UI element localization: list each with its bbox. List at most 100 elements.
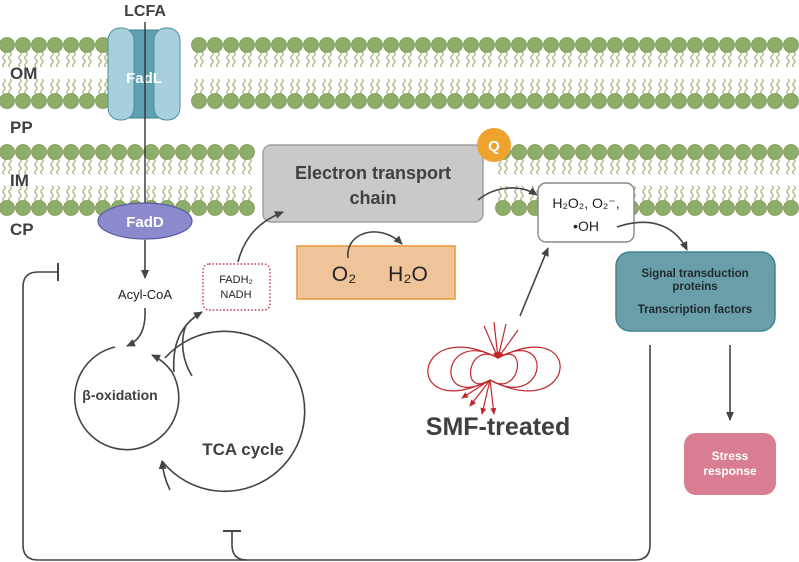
lipid-tail: [136, 185, 140, 202]
nadh-label: NADH: [220, 289, 251, 301]
lipid-head: [767, 200, 783, 216]
lipid-tail: [354, 78, 358, 95]
lipid-head: [495, 93, 511, 109]
lipid-head: [207, 93, 223, 109]
lipid-tail: [616, 78, 620, 95]
lipid-tail: [88, 78, 92, 95]
lipid-head: [783, 93, 799, 109]
lipid-head: [735, 144, 751, 160]
lipid-tail: [258, 51, 262, 68]
lipid-tail: [322, 78, 326, 95]
lipid-head: [319, 93, 335, 109]
etc-label-line1: Electron transport: [295, 163, 451, 183]
fadd-enzyme: FadD: [97, 202, 193, 240]
lipid-tail: [258, 78, 262, 95]
lipid-head: [767, 93, 783, 109]
stress-label-line1: Stress: [712, 449, 749, 463]
lipid-tail: [552, 78, 556, 95]
lipid-head: [575, 93, 591, 109]
lipid-tail: [210, 185, 214, 202]
lipid-tail: [696, 158, 700, 175]
lipid-head: [15, 93, 31, 109]
lipid-tail: [610, 78, 614, 95]
lipid-tail: [88, 158, 92, 175]
lipid-tail: [690, 78, 694, 95]
lipid-head: [719, 144, 735, 160]
lipid-head: [543, 37, 559, 53]
lipid-tail: [786, 78, 790, 95]
lipid-tail: [600, 158, 604, 175]
label-periplasm: PP: [10, 118, 33, 137]
signal-transduction-box: Signal transduction proteins Transcripti…: [615, 251, 776, 332]
lipid-tail: [200, 185, 204, 202]
lipid-tail: [2, 158, 6, 175]
lipid-tail: [210, 158, 214, 175]
signal-box-rect: [615, 251, 776, 332]
lipid-tail: [674, 78, 678, 95]
tca-arrow: [158, 460, 171, 491]
lipid-tail: [280, 78, 284, 95]
stress-response-box: Stress response: [684, 433, 776, 495]
label-inner-membrane: IM: [10, 171, 29, 190]
lipid-head: [543, 144, 559, 160]
lipid-head: [239, 93, 255, 109]
lipid-head: [783, 37, 799, 53]
lipid-head: [127, 144, 143, 160]
lipid-tail: [466, 51, 470, 68]
lipid-tail: [200, 158, 204, 175]
lipid-head: [511, 37, 527, 53]
lipid-head: [559, 37, 575, 53]
lipid-tail: [642, 158, 646, 175]
lipid-tail: [754, 78, 758, 95]
lipid-head: [431, 37, 447, 53]
lipid-tail: [594, 158, 598, 175]
lipid-tail: [696, 51, 700, 68]
lipid-head: [719, 200, 735, 216]
lipid-tail: [24, 185, 28, 202]
lipid-tail: [722, 185, 726, 202]
lipid-head: [271, 37, 287, 53]
lipid-tail: [248, 158, 252, 175]
lipid-tail: [40, 185, 44, 202]
lipid-tail: [226, 51, 230, 68]
lipid-tail: [498, 51, 502, 68]
lipid-head: [223, 37, 239, 53]
lipid-tail: [706, 158, 710, 175]
lipid-tail: [578, 158, 582, 175]
lipid-head: [399, 93, 415, 109]
oxygen-box-rect: [296, 245, 456, 300]
lipid-tail: [658, 51, 662, 68]
lipid-tail: [232, 78, 236, 95]
lipid-tail: [418, 51, 422, 68]
lipid-tail: [168, 158, 172, 175]
lipid-tail: [338, 78, 342, 95]
lipid-tail: [706, 78, 710, 95]
lipid-tail: [34, 158, 38, 175]
lipid-tail: [8, 78, 12, 95]
lipid-tail: [514, 158, 518, 175]
lipid-tail: [306, 51, 310, 68]
lipid-tail: [754, 185, 758, 202]
lipid-tail: [248, 185, 252, 202]
lipid-head: [159, 144, 175, 160]
lipid-tail: [632, 158, 636, 175]
lipid-tail: [728, 51, 732, 68]
lipid-head: [63, 93, 79, 109]
lipid-tail: [536, 158, 540, 175]
lipid-head: [751, 200, 767, 216]
lipid-head: [31, 144, 47, 160]
lipid-tail: [226, 185, 230, 202]
lipid-tail: [328, 51, 332, 68]
lipid-tail: [66, 78, 70, 95]
lipid-tail: [242, 78, 246, 95]
lipid-tail: [216, 78, 220, 95]
lipid-tail: [2, 78, 6, 95]
lipid-tail: [776, 51, 780, 68]
lipid-tail: [642, 185, 646, 202]
lipid-tail: [104, 51, 108, 68]
lipid-head: [655, 200, 671, 216]
lipid-head: [0, 200, 15, 216]
lipid-head: [703, 200, 719, 216]
lipid-tail: [418, 78, 422, 95]
